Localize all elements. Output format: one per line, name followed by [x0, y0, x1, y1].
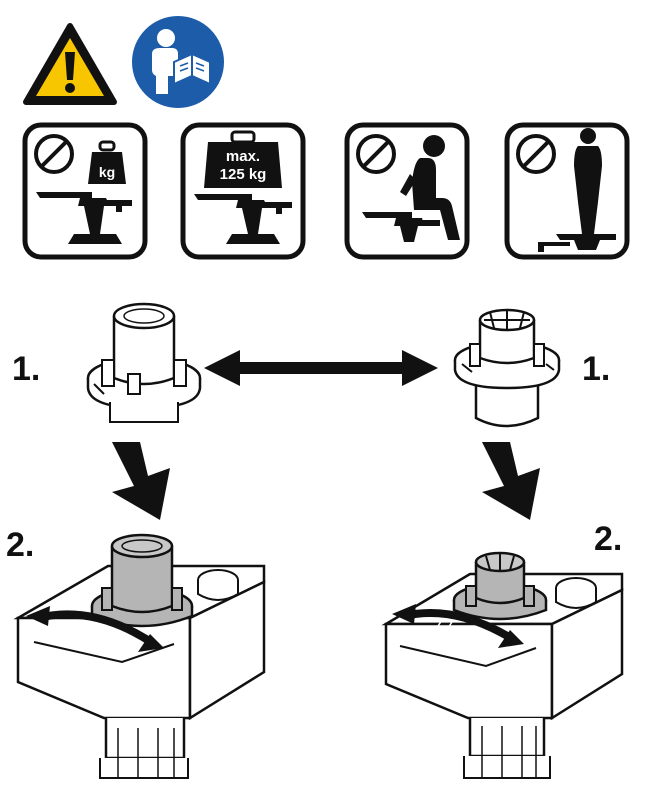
double-arrow-icon [200, 346, 442, 390]
step-label-left-2: 2. [6, 526, 35, 564]
glide-adapter-cylinder [80, 296, 210, 432]
pictogram-no-load: kg [22, 122, 148, 260]
max-label: max. [226, 148, 260, 165]
read-manual-icon [130, 14, 226, 110]
prohibition-icon [516, 134, 556, 174]
down-arrow-right-icon [474, 438, 552, 524]
glide-adapter-splined [450, 300, 566, 434]
down-arrow-left-icon [104, 438, 182, 524]
step-label-right-2: 2. [594, 520, 623, 558]
weight-label: kg [99, 164, 115, 180]
step-label-right-1: 1. [582, 350, 611, 388]
base-assembly-left [13, 522, 272, 788]
warning-triangle-icon [22, 22, 118, 106]
pictogram-max-load: max. 125 kg [180, 122, 306, 260]
prohibition-icon [34, 134, 74, 174]
pictogram-no-sitting [344, 122, 470, 260]
prohibition-icon [356, 134, 396, 174]
step-label-left-1: 1. [12, 350, 41, 388]
max-load-label: 125 kg [220, 166, 267, 183]
base-assembly-right [381, 534, 632, 790]
pictogram-no-standing [504, 122, 630, 260]
